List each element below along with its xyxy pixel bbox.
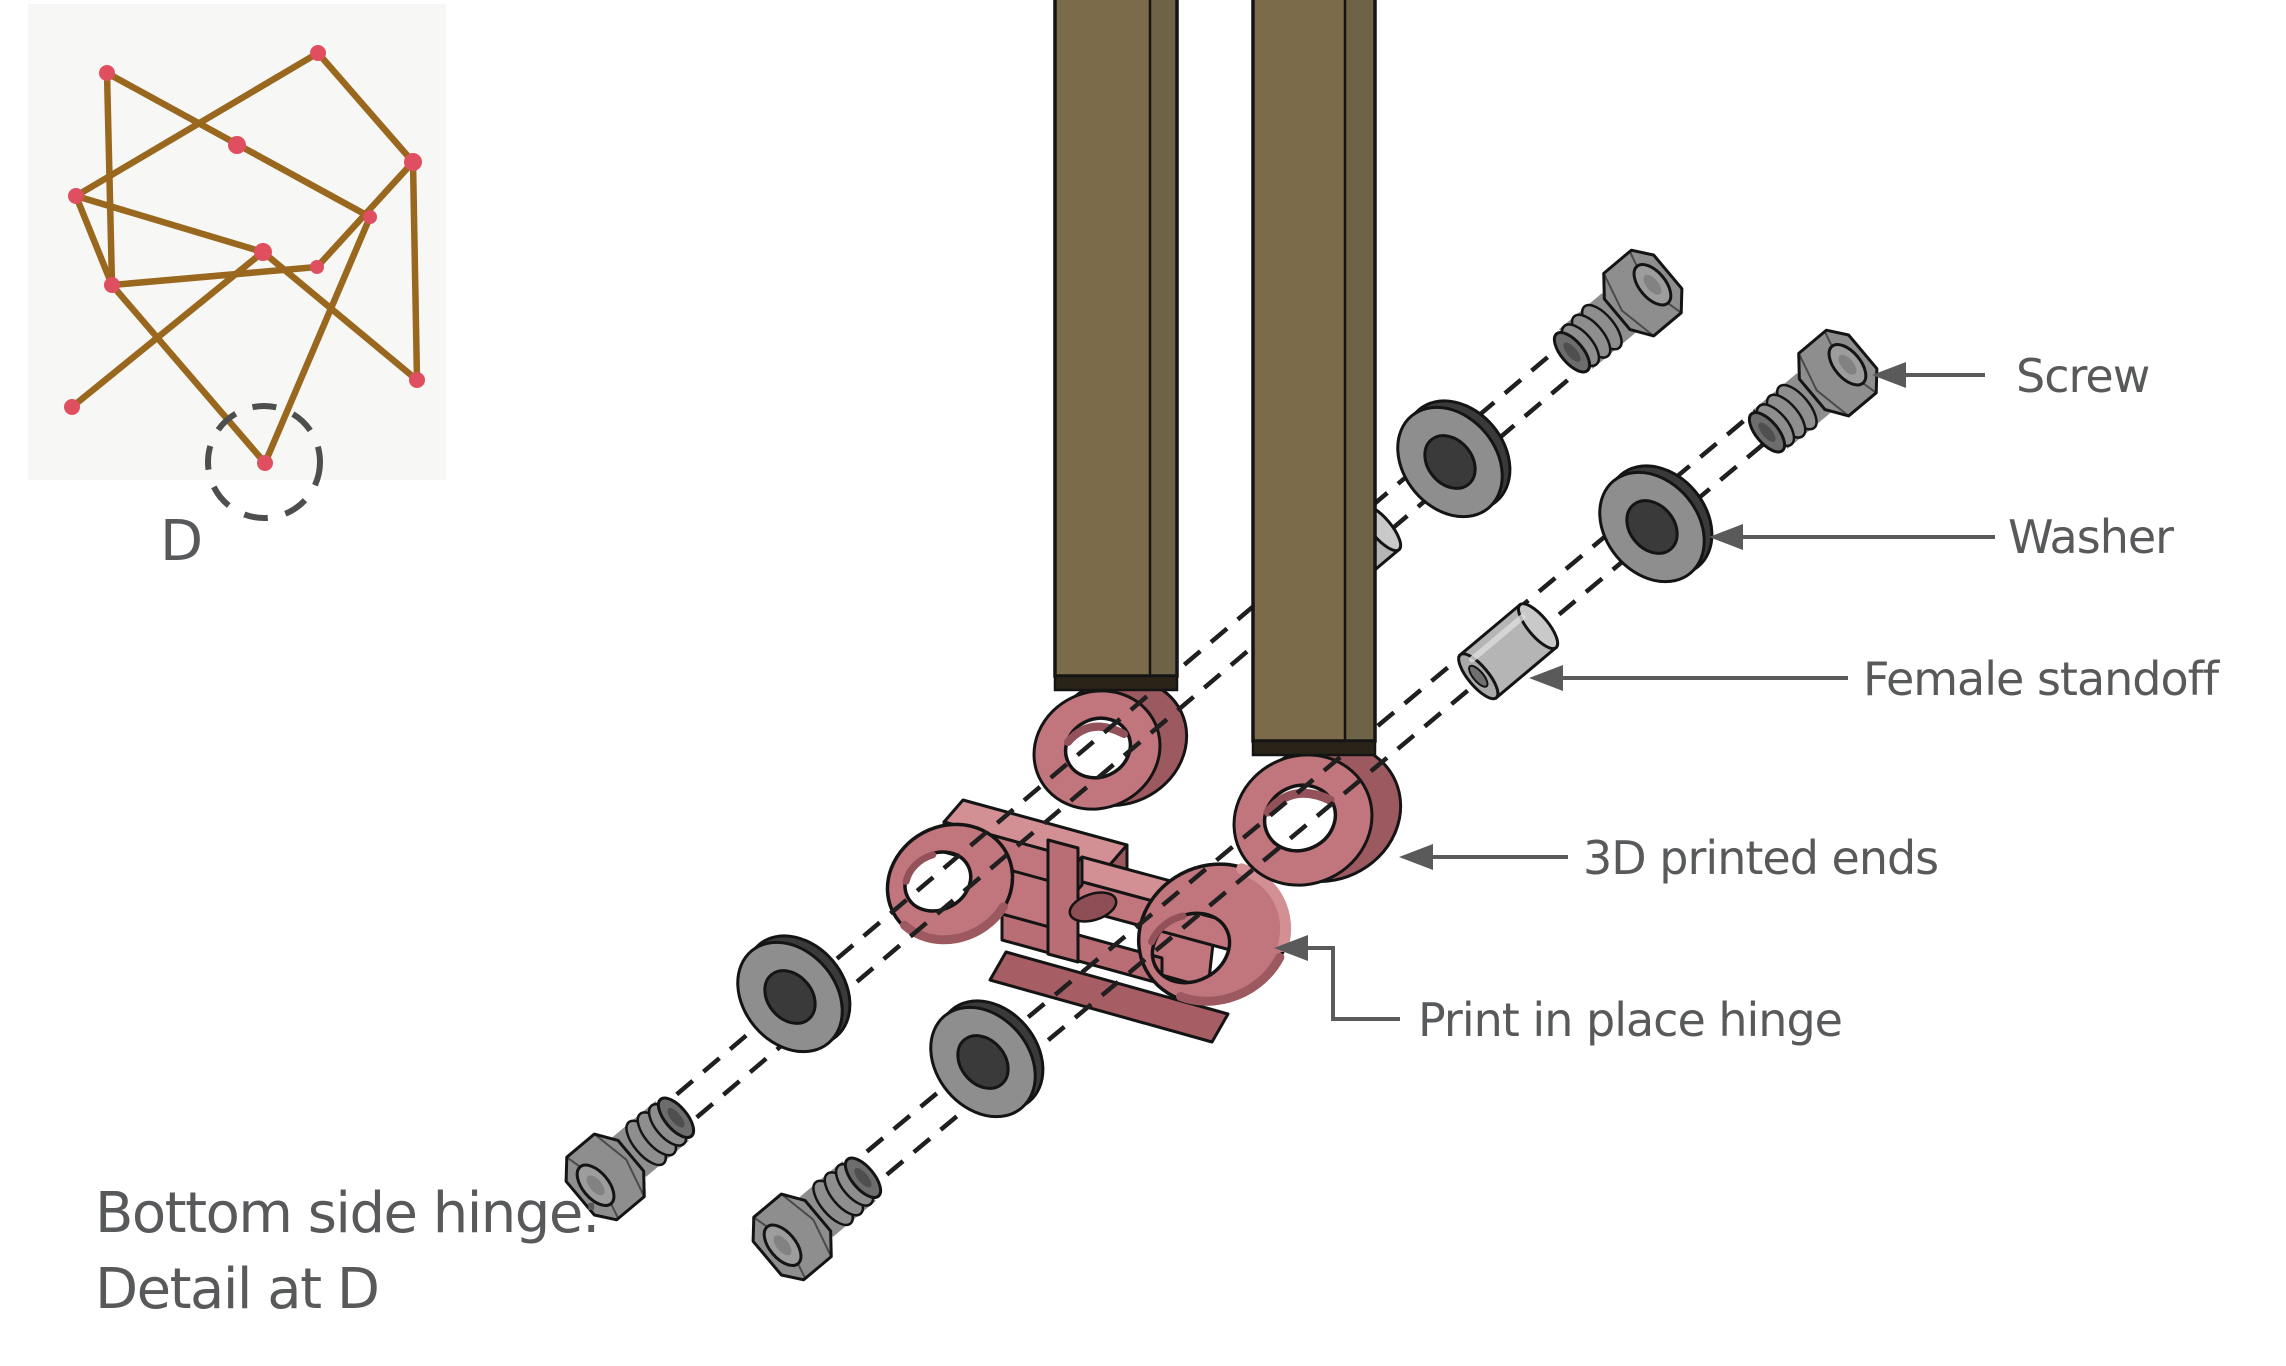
screw-top-left — [1536, 239, 1695, 392]
wood-bar-right — [1251, 0, 1377, 757]
wood-bar-right-end-grain — [1251, 739, 1377, 757]
scissor-structure-sticks — [68, 49, 421, 467]
callout-female-standoff: Female standoff — [1529, 652, 2222, 706]
label-hinge: Print in place hinge — [1418, 993, 1842, 1047]
label-washer: Washer — [2008, 510, 2174, 564]
label-screw: Screw — [2016, 349, 2149, 403]
caption: Bottom side hinge: Detail at D — [95, 1181, 601, 1322]
callout-hinge: Print in place hinge — [1274, 935, 1843, 1047]
washer-top-left — [1374, 378, 1533, 540]
printed-joints-red — [64, 45, 425, 471]
arrow-icon — [1872, 362, 1906, 388]
female-standoff — [1453, 598, 1564, 704]
arrow-icon — [1399, 844, 1433, 870]
assembly-axis-lower — [838, 397, 1792, 1199]
detail-letter: D — [160, 509, 203, 574]
label-printed-ends: 3D printed ends — [1583, 831, 1938, 885]
print-in-place-hinge — [885, 798, 1292, 1044]
detail-circle — [205, 403, 323, 521]
hinge-right-ring — [1136, 862, 1292, 1006]
wood-bar-left — [1053, 0, 1179, 692]
printed-end-left — [1032, 676, 1189, 811]
caption-line2: Detail at D — [95, 1257, 378, 1322]
arrow-icon — [1274, 935, 1308, 961]
screw-bottom-right — [740, 1138, 899, 1291]
callout-printed-ends: 3D printed ends — [1399, 831, 1939, 885]
hinge-center-hole — [1068, 891, 1118, 923]
washer-bottom-left — [714, 913, 873, 1075]
label-female-standoff: Female standoff — [1863, 652, 2221, 706]
printed-end-right — [1232, 741, 1403, 887]
arrow-icon — [1709, 524, 1743, 550]
assembly-axis-upper — [648, 332, 1597, 1142]
inset-structure-photo: D — [28, 4, 446, 574]
callout-washer: Washer — [1709, 510, 2175, 564]
caption-line1: Bottom side hinge: — [95, 1181, 599, 1246]
wood-bar-left-end-grain — [1053, 674, 1179, 692]
arrow-icon — [1529, 665, 1563, 691]
callout-screw: Screw — [1872, 349, 2150, 403]
